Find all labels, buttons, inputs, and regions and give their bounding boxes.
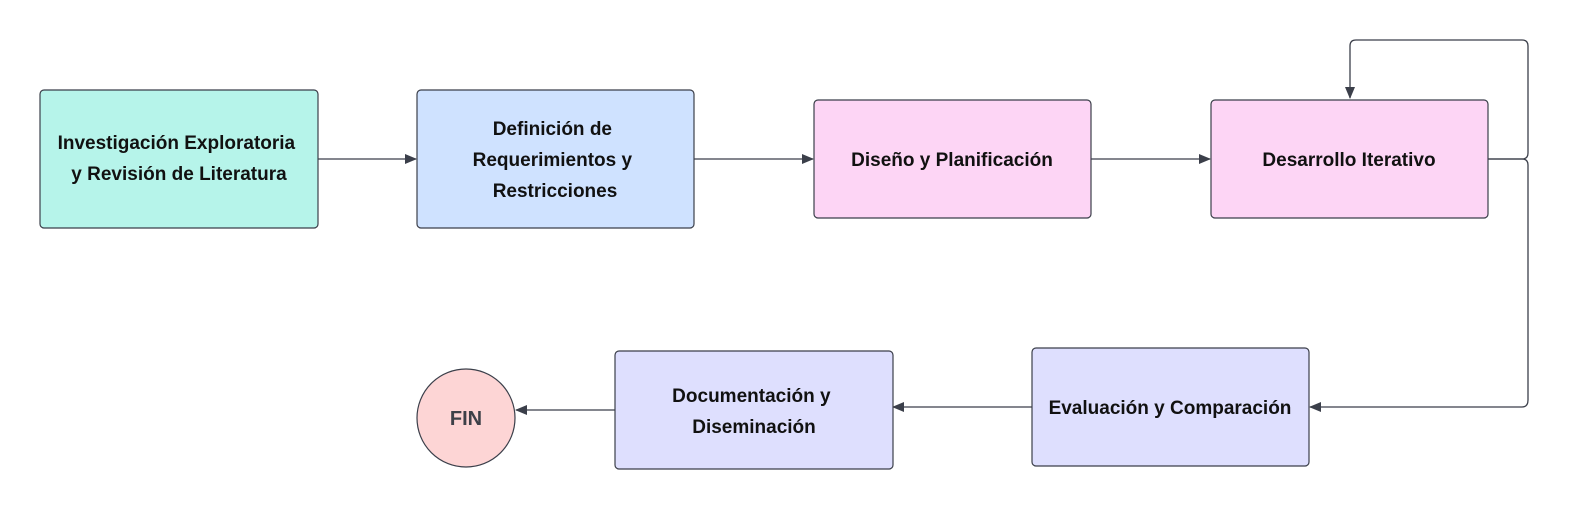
node-documentation-label: Documentación y Diseminación xyxy=(672,386,836,438)
node-evaluation-line-1: Evaluación y Comparación xyxy=(1049,398,1292,419)
node-evaluation-label: Evaluación y Comparación xyxy=(1049,398,1292,419)
edge-development-to-evaluation xyxy=(1309,158,1529,412)
node-requirements-line-2: Requerimientos y xyxy=(473,150,633,171)
node-documentation[interactable]: Documentación y Diseminación xyxy=(614,350,894,470)
node-development-line-1: Desarrollo Iterativo xyxy=(1262,150,1435,171)
node-documentation-line-1: Documentación y xyxy=(672,386,831,407)
node-development-label: Desarrollo Iterativo xyxy=(1262,150,1435,171)
node-end-label: FIN xyxy=(450,408,482,430)
node-requirements-line-1: Definición de xyxy=(493,119,612,140)
node-research-line-2: y Revisión de Literatura xyxy=(71,164,287,185)
edge-development-self-loop xyxy=(1345,39,1529,160)
node-evaluation[interactable]: Evaluación y Comparación xyxy=(1031,347,1310,467)
node-design-label: Diseño y Planificación xyxy=(851,150,1053,171)
node-design[interactable]: Diseño y Planificación xyxy=(813,99,1092,219)
node-design-line-1: Diseño y Planificación xyxy=(851,150,1053,171)
node-research-line-1: Investigación Exploratoria xyxy=(58,133,296,154)
node-end[interactable]: FIN xyxy=(416,368,516,468)
node-research-label: Investigación Exploratoria y Revisión de… xyxy=(58,133,301,185)
node-research[interactable]: Investigación Exploratoria y Revisión de… xyxy=(39,89,319,229)
node-requirements-line-3: Restricciones xyxy=(493,181,618,202)
node-requirements[interactable]: Definición de Requerimientos y Restricci… xyxy=(416,89,695,229)
node-documentation-line-2: Diseminación xyxy=(692,417,816,438)
node-requirements-label: Definición de Requerimientos y Restricci… xyxy=(473,119,638,202)
node-development[interactable]: Desarrollo Iterativo xyxy=(1210,99,1489,219)
